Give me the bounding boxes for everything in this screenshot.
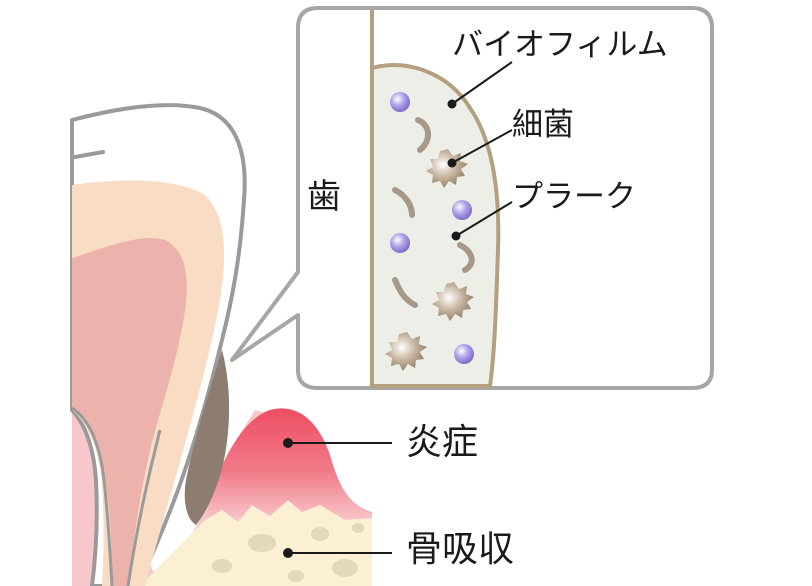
- leader-lines: [283, 61, 513, 558]
- purple-bacteria-group: [390, 92, 474, 364]
- label-bone-resorption: 骨吸収: [406, 529, 515, 570]
- purple-bacterium: [454, 344, 474, 364]
- label-inflammation: 炎症: [406, 422, 479, 463]
- spiky-bacterium: [385, 332, 427, 371]
- crown-highlight: [73, 150, 105, 159]
- zoom-callout: [230, 6, 714, 390]
- inflamed-gum: [205, 408, 372, 522]
- purple-bacterium: [390, 92, 410, 112]
- bone-spots: [212, 523, 364, 582]
- spiky-bacterium: [426, 149, 468, 188]
- purple-bacterium: [452, 200, 472, 220]
- calculus-deposit: [184, 350, 230, 525]
- label-biofilm: バイオフィルム: [452, 27, 668, 63]
- spiky-bacteria-group: [385, 149, 474, 371]
- tooth-pulp: [72, 237, 187, 586]
- label-tooth: 歯: [307, 177, 341, 217]
- tooth-cross-section: [70, 103, 372, 586]
- purple-bacterium: [390, 233, 410, 253]
- root-canal-outline: [71, 406, 162, 586]
- rod-bacteria: [392, 117, 475, 308]
- label-plaque: プラーク: [512, 179, 636, 215]
- spiky-bacterium: [432, 282, 474, 321]
- label-bacteria: 細菌: [512, 107, 574, 143]
